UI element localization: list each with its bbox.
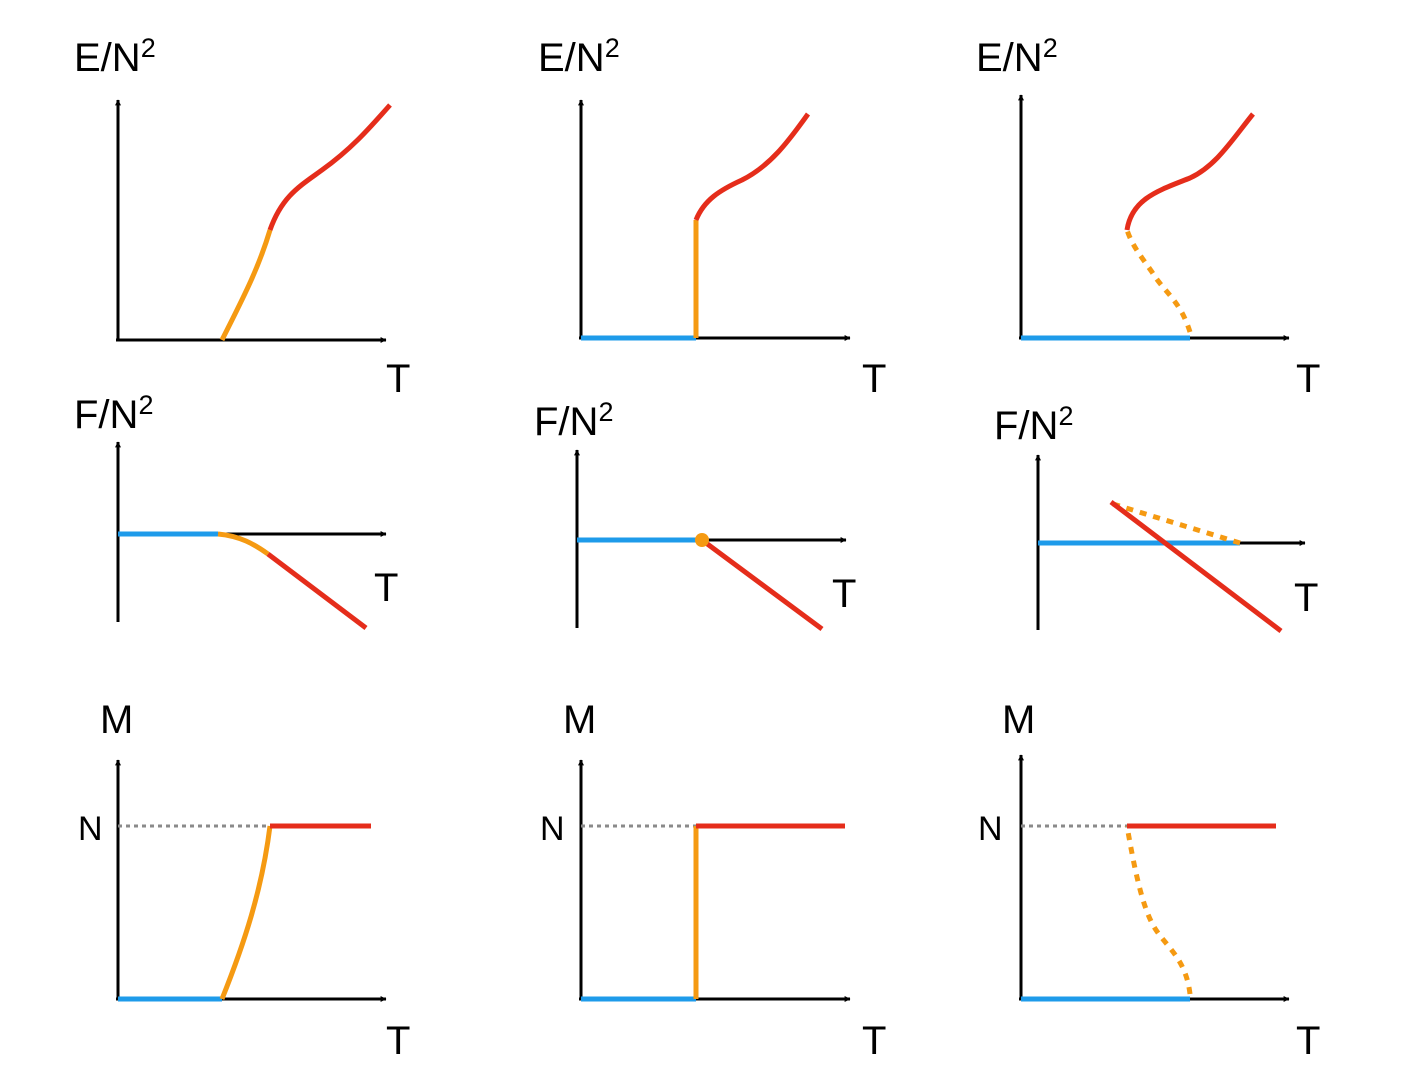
energy-high-curve-3 <box>1124 112 1255 231</box>
free-energy-high-line-3 <box>1109 500 1283 633</box>
free-energy-high-line-2 <box>700 537 824 632</box>
energy-xlabel-2: T <box>862 357 886 401</box>
order-unstable-curve-3 <box>1124 825 1193 995</box>
order-tick-n-1: N <box>78 810 103 848</box>
order-ylabel-1: M <box>100 698 133 742</box>
free-energy-ylabel-1: F/N2 <box>74 390 153 437</box>
order-panel-2: M N T <box>540 698 886 1063</box>
energy-intermediate-curve-1 <box>219 229 273 342</box>
free-energy-transition-point-2 <box>695 533 709 547</box>
energy-high-curve-1 <box>267 103 392 231</box>
free-energy-ylabel-2: F/N2 <box>534 397 613 444</box>
order-tick-n-3: N <box>978 810 1003 848</box>
energy-unstable-curve-3 <box>1124 229 1193 333</box>
energy-panel-3: E/N2 T <box>976 33 1320 401</box>
order-panel-3: M N T <box>978 698 1320 1063</box>
order-panel-1: M N T <box>78 698 410 1063</box>
free-energy-intermediate-curve-1 <box>217 531 270 557</box>
free-energy-xlabel-2: T <box>832 572 856 616</box>
free-energy-xlabel-3: T <box>1294 576 1318 620</box>
order-xlabel-2: T <box>862 1019 886 1063</box>
free-energy-xlabel-1: T <box>374 566 398 610</box>
free-energy-panel-2: F/N2 T <box>534 397 856 632</box>
energy-ylabel-2: E/N2 <box>538 33 620 80</box>
order-xlabel-3: T <box>1296 1019 1320 1063</box>
energy-high-curve-2 <box>693 112 811 222</box>
order-xlabel-1: T <box>386 1019 410 1063</box>
free-energy-panel-1: F/N2 T <box>74 390 398 630</box>
order-tick-n-2: N <box>540 810 565 848</box>
order-ylabel-3: M <box>1002 698 1035 742</box>
energy-ylabel-1: E/N2 <box>74 33 156 80</box>
energy-xlabel-3: T <box>1296 357 1320 401</box>
free-energy-panel-3: F/N2 T <box>994 401 1318 633</box>
energy-xlabel-1: T <box>386 357 410 401</box>
order-ylabel-2: M <box>563 698 596 742</box>
energy-ylabel-3: E/N2 <box>976 33 1058 80</box>
order-intermediate-curve-1 <box>219 825 273 1000</box>
free-energy-unstable-line-3 <box>1112 501 1241 546</box>
free-energy-ylabel-3: F/N2 <box>994 401 1073 448</box>
energy-panel-1: E/N2 T <box>74 33 410 401</box>
free-energy-high-line-1 <box>266 552 368 630</box>
energy-panel-2: E/N2 T <box>538 33 886 401</box>
